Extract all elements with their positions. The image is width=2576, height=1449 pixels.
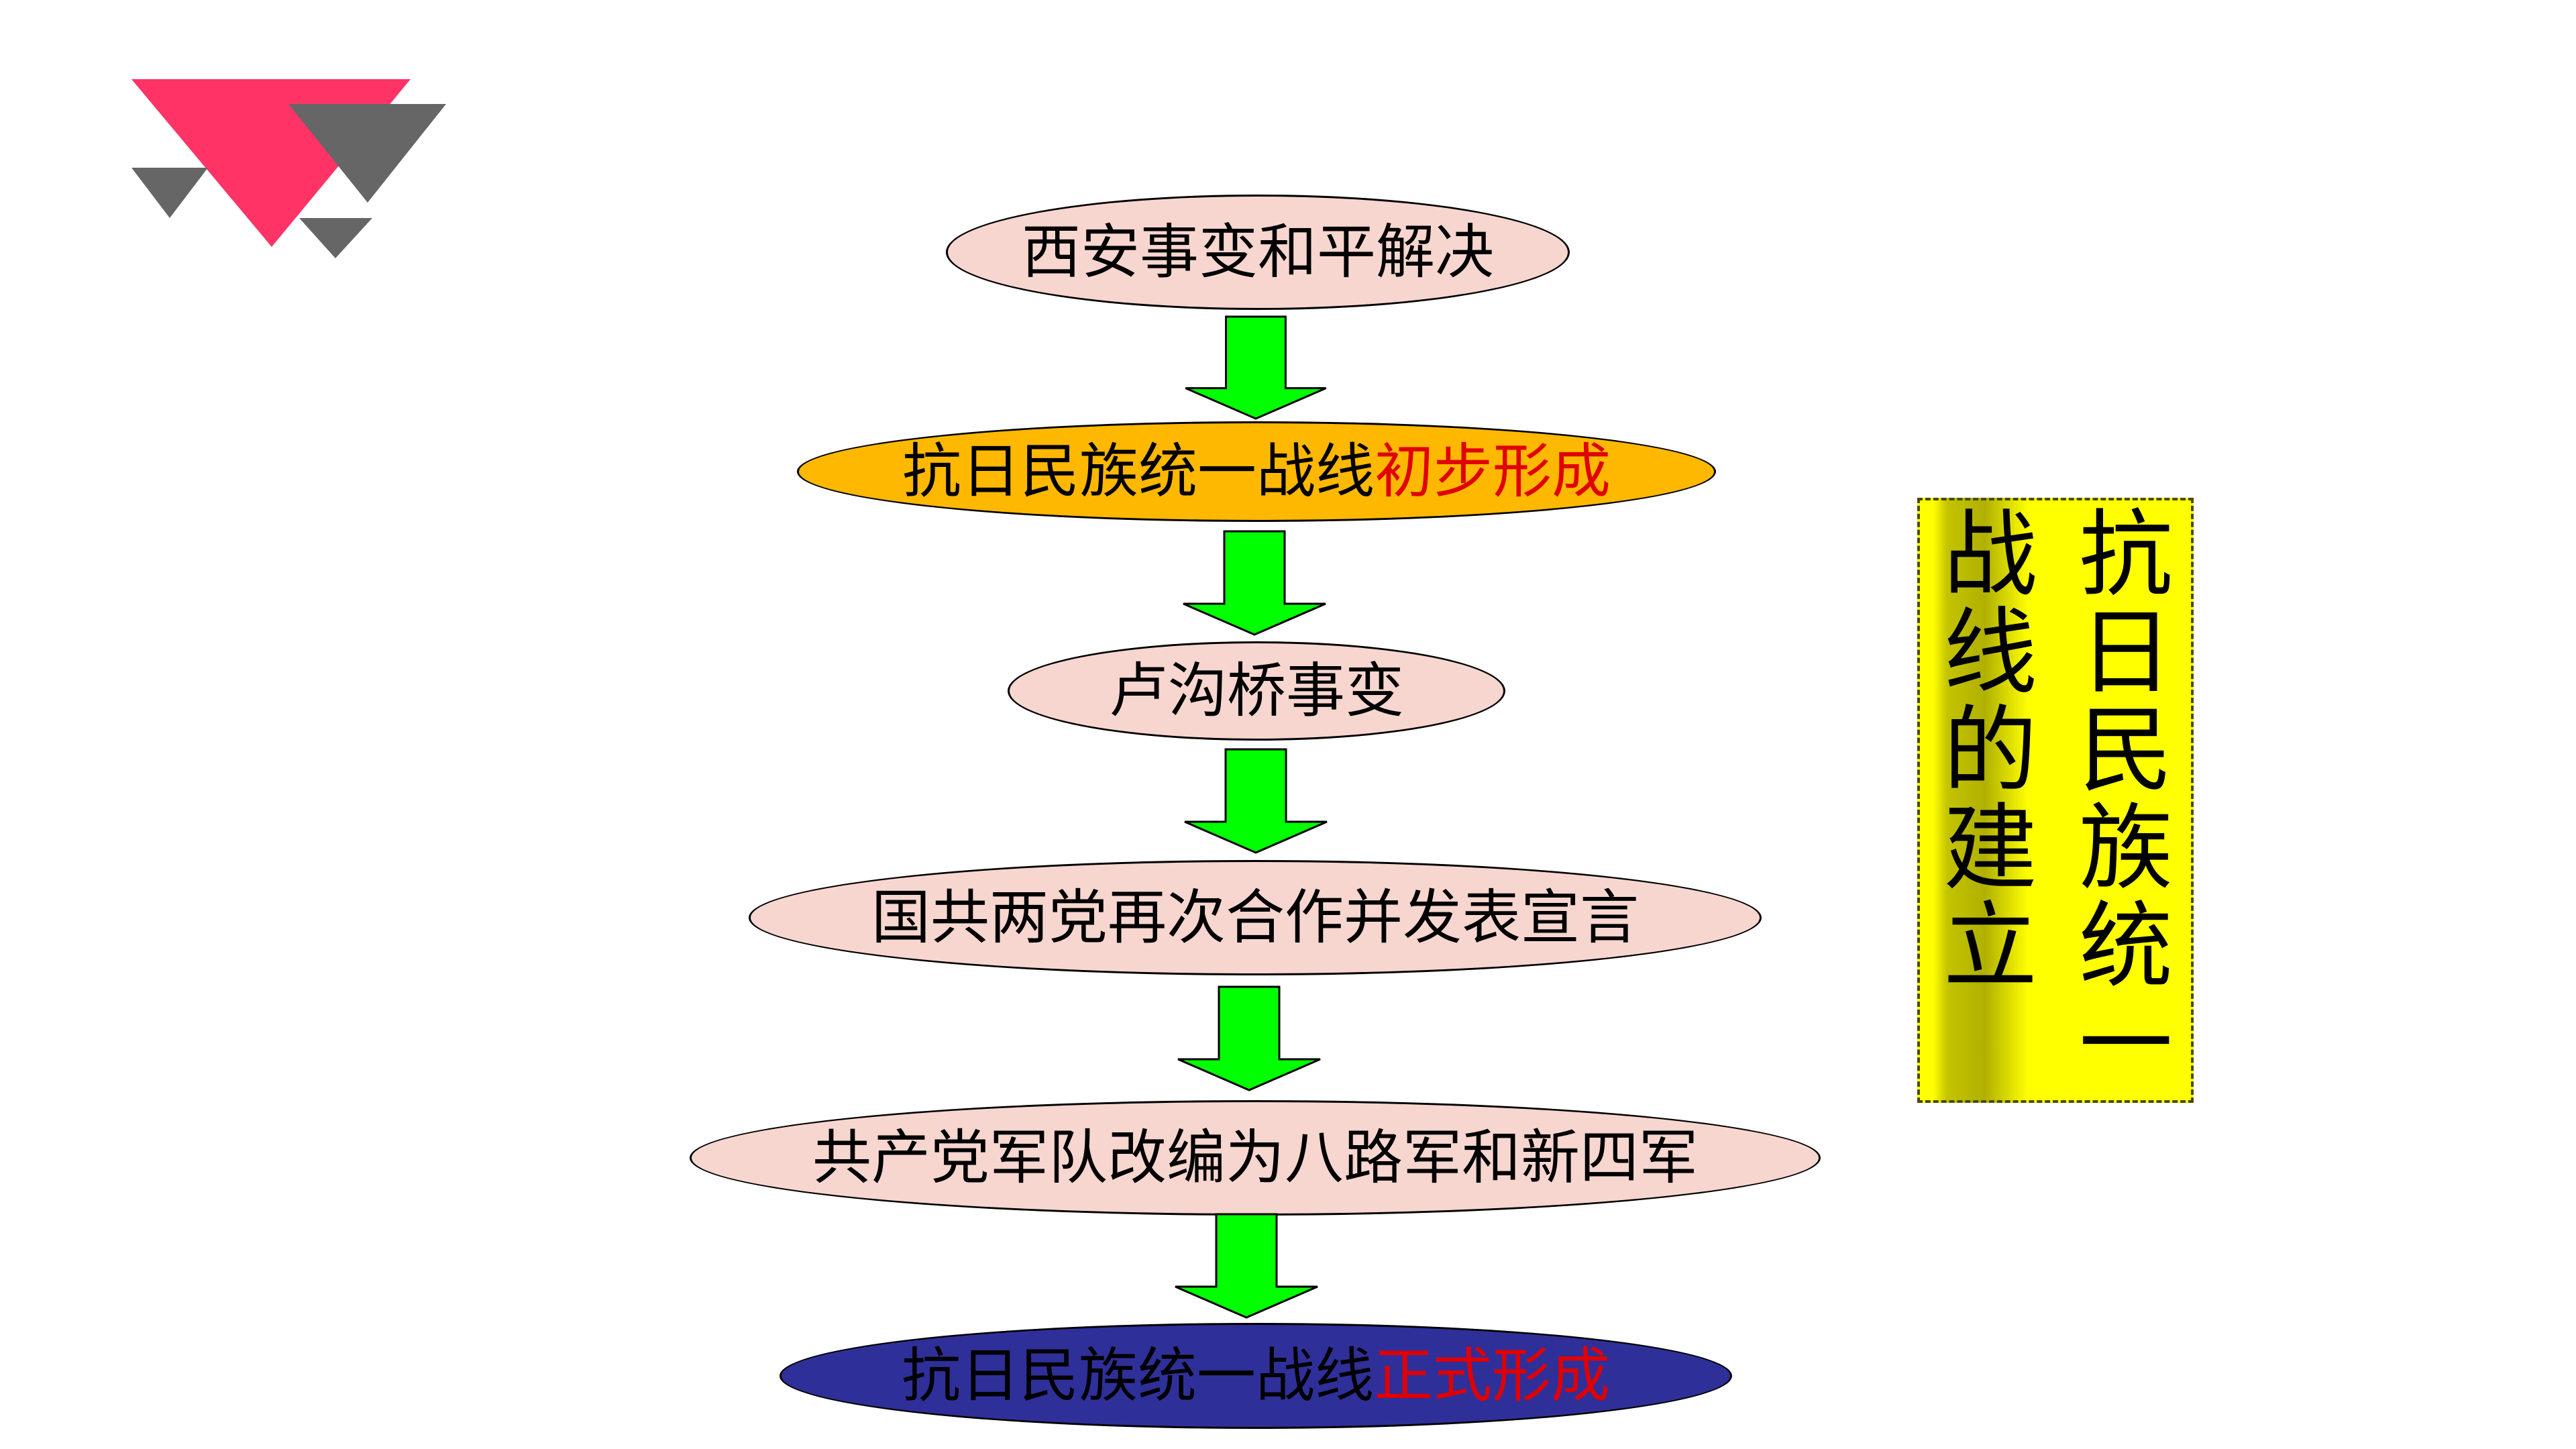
step-marco-polo-bridge: 卢沟桥事变 (1008, 641, 1505, 741)
step-army-reorganization: 共产党军队改编为八路军和新四军 (690, 1100, 1821, 1216)
step-highlight: 初步形成 (1375, 437, 1611, 506)
title-char: 日 (2078, 598, 2173, 708)
side-title-panel: 抗 日 民 族 统 一 战 线 的 建 立 (1917, 498, 2194, 1103)
step-xian-incident: 西安事变和平解决 (946, 195, 1570, 310)
side-title-column-2: 战 线 的 建 立 (1933, 508, 2047, 998)
down-arrow-icon (1175, 1213, 1318, 1319)
title-char: 抗 (2078, 500, 2173, 610)
step-label: 国共两党再次合作并发表宣言 (871, 883, 1639, 952)
down-arrow-icon (1177, 985, 1321, 1091)
step-label: 西安事变和平解决 (1021, 217, 1494, 286)
logo-red-triangle (131, 79, 411, 247)
side-title-column-1: 抗 日 民 族 统 一 (2069, 508, 2183, 1096)
step-label: 共产党军队改编为八路军和新四军 (812, 1123, 1698, 1192)
step-label: 抗日民族统一战线 (902, 437, 1375, 506)
title-char: 统 (2078, 892, 2173, 1002)
down-arrow-icon (1185, 315, 1327, 420)
title-char: 族 (2078, 794, 2173, 904)
step-label: 抗日民族统一战线 (901, 1341, 1374, 1410)
step-label: 卢沟桥事变 (1108, 656, 1404, 725)
logo-gray-triangle-small-left (131, 168, 208, 218)
step-kmt-cpc-cooperation: 国共两党再次合作并发表宣言 (749, 860, 1762, 975)
down-arrow-icon (1184, 748, 1328, 854)
logo-gray-triangle-small-right (299, 218, 372, 258)
title-char: 战 (1943, 500, 2037, 610)
logo-gray-triangle-large (288, 104, 446, 203)
step-united-front-initial: 抗日民族统一战线初步形成 (797, 421, 1716, 522)
step-united-front-formal: 抗日民族统一战线正式形成 (780, 1323, 1732, 1429)
title-char: 民 (2078, 696, 2173, 806)
title-char: 一 (2078, 990, 2173, 1099)
step-highlight: 正式形成 (1374, 1341, 1611, 1410)
title-char: 建 (1943, 794, 2037, 904)
down-arrow-icon (1183, 530, 1326, 636)
title-char: 的 (1943, 696, 2037, 806)
title-char: 立 (1943, 892, 2037, 1002)
title-char: 线 (1943, 598, 2037, 708)
